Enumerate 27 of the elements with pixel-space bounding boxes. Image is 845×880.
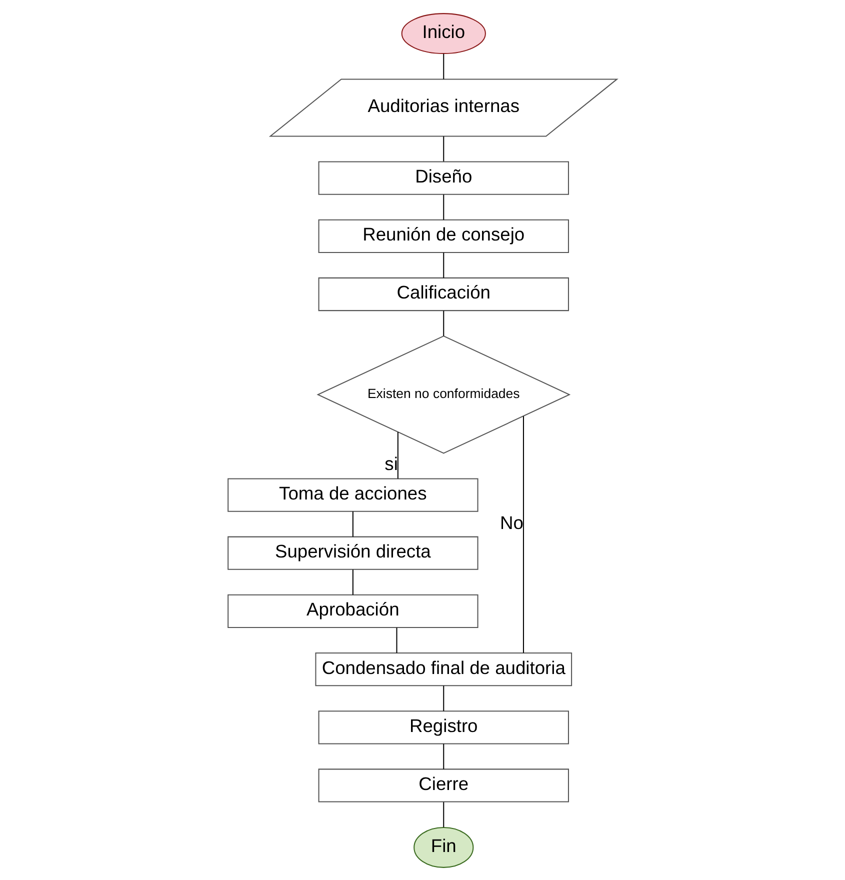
node-box: Diseño [318, 160, 569, 194]
connector [443, 53, 444, 79]
connector [396, 627, 398, 652]
connector [352, 569, 354, 594]
node-ellipse: Fin [414, 826, 474, 868]
connector [443, 310, 444, 336]
edge-label: No [500, 511, 524, 532]
edge-label: si [384, 452, 398, 474]
connector [443, 802, 444, 827]
connector [352, 511, 354, 536]
node-box: Condensado final de auditoria [315, 652, 572, 686]
connector [443, 685, 444, 711]
connector [522, 416, 524, 652]
node-box: Aprobación [228, 594, 478, 628]
node-box: Supervisión directa [228, 536, 478, 570]
node-ellipse: Inicio [401, 12, 486, 54]
connector [397, 432, 398, 478]
node-box: Reunión de consejo [318, 218, 569, 252]
node-diamond: Existen no conformidades [316, 334, 571, 454]
node-box: Registro [318, 710, 569, 744]
node-box: Cierre [318, 768, 569, 802]
node-box: Toma de acciones [228, 478, 478, 512]
connector [443, 136, 444, 161]
connector [443, 194, 444, 220]
node-box: Calificación [318, 276, 569, 311]
connector [443, 252, 444, 278]
connector [443, 743, 444, 769]
